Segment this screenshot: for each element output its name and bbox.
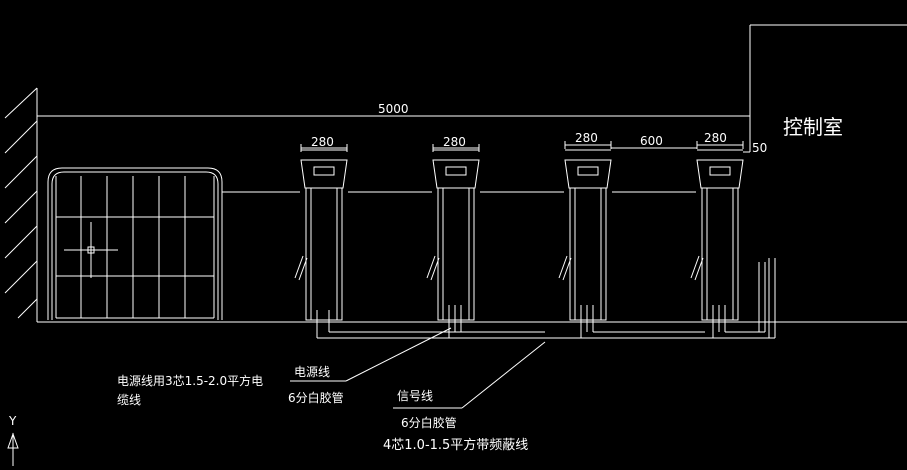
offset-dimension: 50 — [752, 141, 767, 155]
control-room: 控制室 — [749, 24, 907, 152]
room-label: 控制室 — [783, 115, 843, 139]
power-cable-spec-line2: 缆线 — [117, 393, 141, 407]
overall-dimension-label: 5000 — [378, 102, 409, 116]
signal-cable-spec: 4芯1.0-1.5平方带频蔽线 — [383, 437, 528, 453]
gate-width-3: 280 — [575, 131, 598, 145]
power-pipe-label: 6分白胶管 — [288, 390, 344, 405]
gate-width-dimensions: 280 280 280 280 600 50 — [300, 131, 767, 155]
turnstile-1 — [294, 149, 348, 321]
cable-notes: 电源线用3芯1.5-2.0平方电 缆线 电源线 6分白胶管 信号线 6分白胶管 … — [117, 365, 528, 453]
gate-width-4: 280 — [704, 131, 727, 145]
overall-dimension: 5000 — [36, 102, 751, 120]
ucs-icon: Y — [7, 414, 19, 466]
swing-gate — [47, 167, 300, 320]
axis-label: Y — [8, 414, 17, 428]
conduit-lines — [316, 258, 776, 339]
turnstile-4 — [690, 149, 744, 321]
lane-width: 600 — [640, 134, 663, 148]
power-cable-spec: 电源线用3芯1.5-2.0平方电 — [117, 373, 263, 388]
signal-line-label: 信号线 — [397, 389, 433, 403]
turnstile-3 — [558, 149, 612, 321]
left-wall — [4, 87, 38, 322]
turnstile-2 — [426, 149, 480, 321]
signal-pipe-label: 6分白胶管 — [401, 415, 457, 430]
gate-width-2: 280 — [443, 135, 466, 149]
gate-width-1: 280 — [311, 135, 334, 149]
power-line-label: 电源线 — [294, 365, 330, 379]
leader-lines — [290, 327, 546, 409]
